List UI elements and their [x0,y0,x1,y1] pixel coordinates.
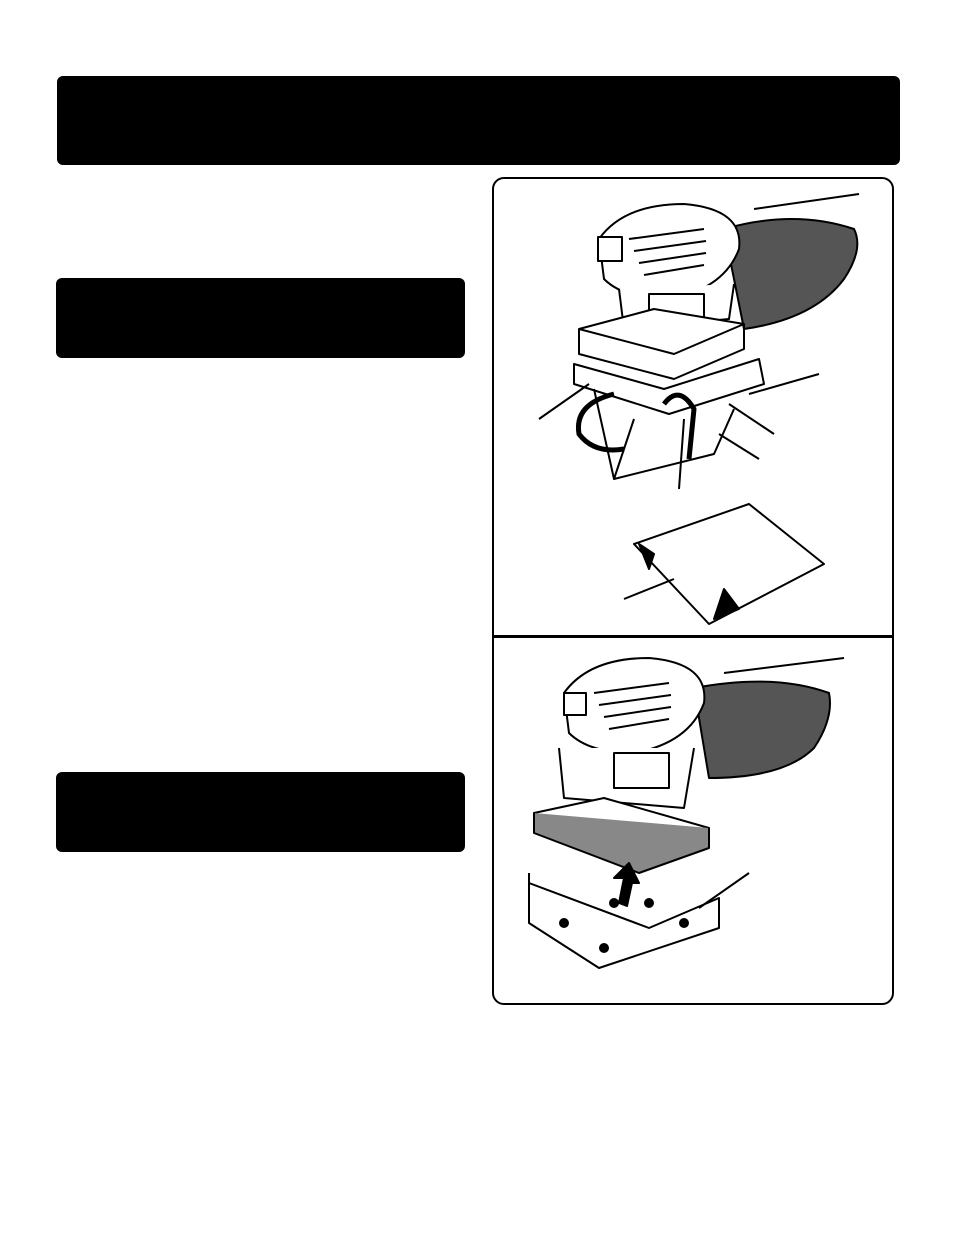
dust-bag-2 [693,680,831,779]
up-arrow [613,862,640,907]
figure-divider [494,635,892,638]
rotate-arrow-left [575,391,625,453]
figure-panel [492,177,894,1005]
dust-bag [723,218,859,330]
section-heading-bar-1 [56,278,465,358]
sander-clamp-illustration [538,193,860,625]
sander-punch-plate-illustration [528,657,845,969]
section-heading-bar-2 [56,772,465,852]
page-title-bar [57,76,900,165]
sandpaper-sheet [633,503,825,625]
